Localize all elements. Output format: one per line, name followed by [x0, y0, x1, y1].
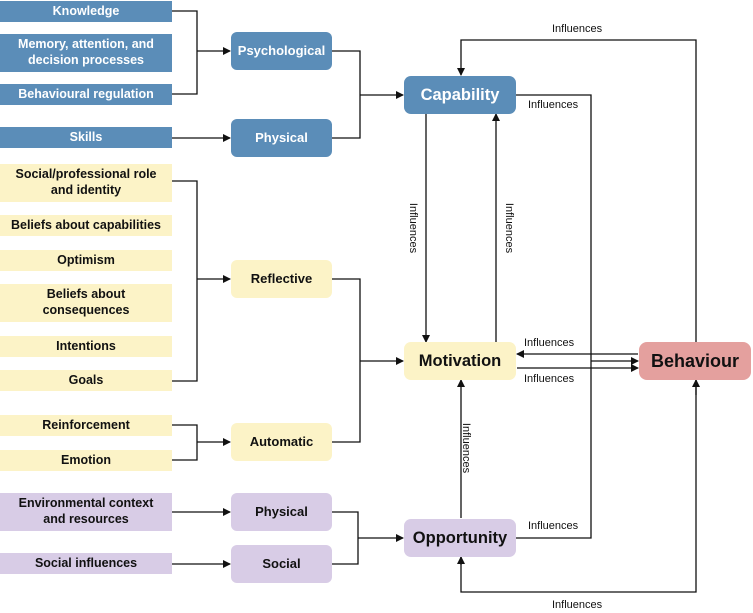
opportunity-box: Opportunity	[404, 519, 516, 557]
behaviour-box: Behaviour	[639, 342, 751, 380]
influences-label-motivation-behaviour: Influences	[524, 373, 575, 385]
influences-label-mot-to-cap: Influences	[503, 203, 515, 254]
tdf-goals: Goals	[0, 370, 172, 391]
sub-reflective: Reflective	[231, 260, 332, 298]
tdf-optimism: Optimism	[0, 250, 172, 271]
tdf-social-influences: Social influences	[0, 553, 172, 574]
bracket-reflective	[172, 180, 198, 382]
influences-label-opportunity: Influences	[528, 520, 579, 532]
motivation-box: Motivation	[404, 342, 516, 380]
tdf-emotion: Emotion	[0, 450, 172, 471]
loop-behaviour-capability	[457, 39, 697, 342]
influences-label-top: Influences	[552, 23, 603, 35]
sub-physical-opportunity: Physical	[231, 493, 332, 531]
influences-label-capability: Influences	[528, 99, 579, 111]
bracket-capability	[332, 50, 361, 139]
sub-physical-capability: Physical	[231, 119, 332, 157]
sub-psychological: Psychological	[231, 32, 332, 70]
tdf-beliefs-capabilities: Beliefs about capabilities	[0, 215, 172, 236]
influences-label-opp-to-mot: Influences	[460, 423, 472, 474]
influences-label-bottom: Influences	[552, 599, 603, 611]
bracket-psychological	[172, 10, 198, 95]
bracket-automatic	[172, 424, 198, 461]
influences-label-behaviour-motivation: Influences	[524, 337, 575, 349]
bracket-opportunity	[332, 511, 359, 565]
tdf-reinforcement: Reinforcement	[0, 415, 172, 436]
tdf-behavioural-regulation: Behavioural regulation	[0, 84, 172, 105]
tdf-skills: Skills	[0, 127, 172, 148]
capability-box: Capability	[404, 76, 516, 114]
sub-social: Social	[231, 545, 332, 583]
tdf-intentions: Intentions	[0, 336, 172, 357]
tdf-knowledge: Knowledge	[0, 1, 172, 22]
line-capability-opportunity-vertical	[516, 94, 592, 539]
bracket-motivation	[332, 278, 361, 443]
loop-behaviour-opportunity	[460, 380, 697, 593]
influences-label-cap-to-mot: Influences	[407, 203, 419, 254]
sub-automatic: Automatic	[231, 423, 332, 461]
